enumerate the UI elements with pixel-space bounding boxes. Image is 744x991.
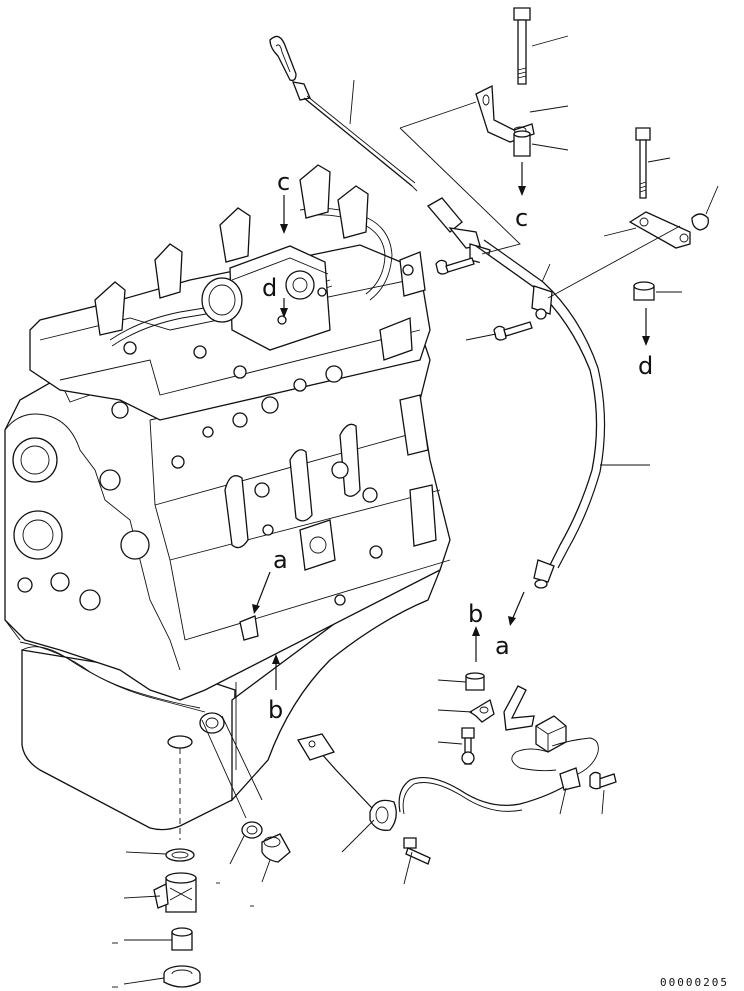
label-a-block: a [273, 546, 288, 574]
top-bolt-bracket [475, 7, 535, 157]
dipstick-rod [303, 97, 413, 187]
connector-plug [535, 715, 567, 753]
label-d-right: d [638, 352, 653, 380]
sensor-harness [296, 672, 617, 865]
gasket-washer [165, 848, 195, 862]
tube-bolt [493, 321, 533, 341]
oil-pressure-sensor [369, 799, 397, 831]
label-b-block: b [268, 696, 283, 724]
label-c-right: c [515, 204, 528, 232]
drawing-reference-number: 00000205 [660, 976, 729, 989]
label-c-head: c [277, 168, 290, 196]
leader-lines [112, 35, 719, 988]
dipstick-handle [269, 35, 297, 82]
label-b-right: b [468, 600, 483, 628]
o-ring [241, 821, 263, 839]
reference-letters: c d c d a a b b [262, 168, 653, 724]
right-bolt-bracket [628, 127, 709, 301]
engine-block [4, 164, 451, 831]
dipstick-guide-tube [426, 197, 606, 589]
clip-nut [691, 213, 709, 231]
label-a-tube: a [495, 632, 510, 660]
drain-fittings [153, 682, 291, 988]
l-bracket [475, 84, 535, 143]
flat-clamp [628, 211, 691, 249]
harness-clip [468, 699, 495, 723]
long-bolt [513, 7, 531, 21]
label-d-head: d [262, 274, 277, 302]
dipstick-group [269, 35, 418, 192]
flow-arrows [252, 162, 650, 690]
drain-plug [261, 833, 291, 863]
